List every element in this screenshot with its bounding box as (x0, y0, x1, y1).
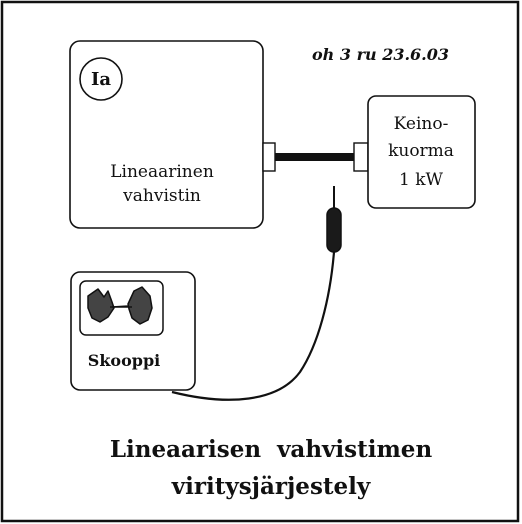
handwritten-note: oh 3 ru 23.6.03 (312, 45, 449, 64)
amplifier-badge-label: Ia (91, 69, 111, 90)
dummy-load: Keino- kuorma 1 kW (367, 95, 476, 209)
scope-label: Skooppi (88, 351, 160, 370)
probe (171, 186, 342, 401)
dummy-load-line1: Keino- (394, 114, 449, 134)
oscilloscope: Skooppi (70, 271, 196, 391)
probe-cable (171, 251, 336, 401)
load-input-connector (353, 142, 369, 172)
dummy-load-line3: 1 kW (399, 170, 444, 190)
amplifier-output-connector (262, 142, 276, 172)
dummy-load-box (367, 95, 476, 209)
amplifier-label-line2: vahvistin (122, 186, 201, 206)
caption-line1: Lineaarisen vahvistimen (110, 436, 433, 463)
linear-amplifier: Ia Lineaarinen vahvistin (69, 40, 264, 229)
amplifier-label-line1: Lineaarinen (110, 162, 214, 182)
dummy-load-line2: kuorma (388, 141, 454, 161)
probe-body (326, 207, 342, 253)
caption-line2: viritysjärjestely (171, 473, 371, 500)
amplifier-badge-circle (79, 57, 123, 101)
